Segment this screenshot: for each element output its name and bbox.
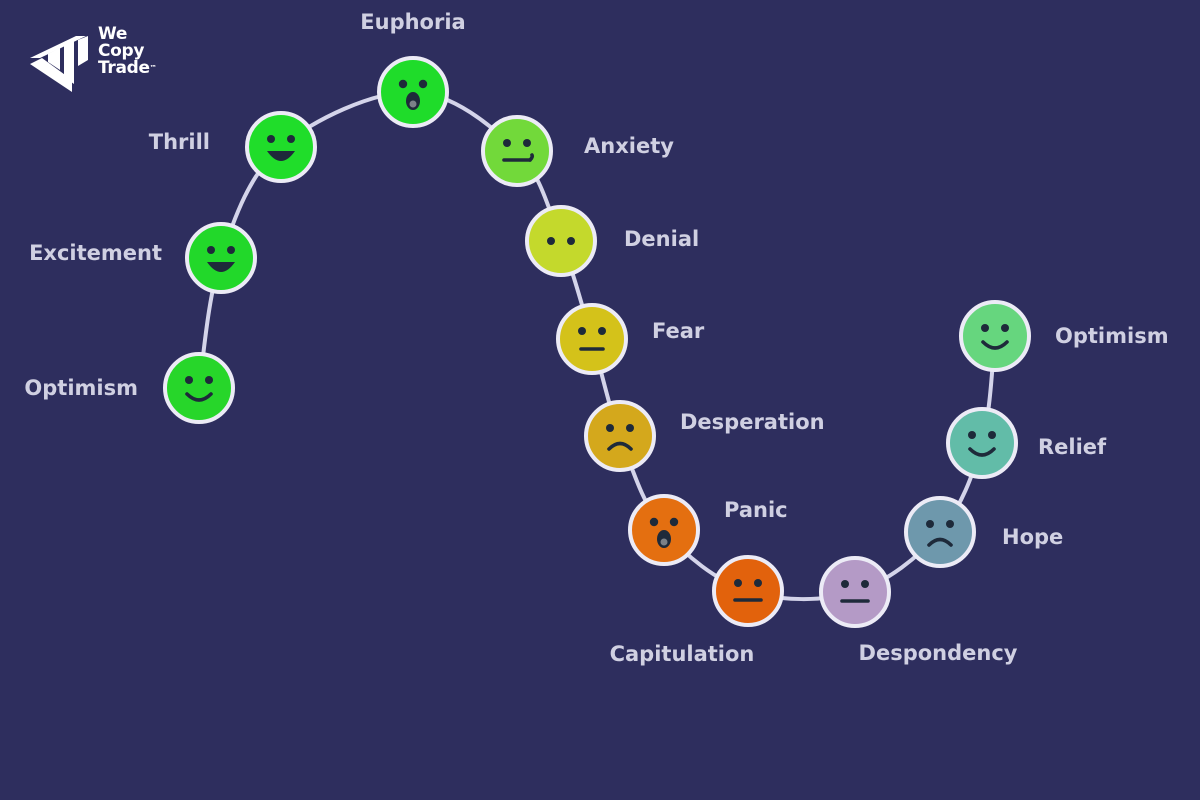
brand-line-2: Copy <box>98 41 145 61</box>
grin-face-icon <box>245 111 317 183</box>
stage-hope-12: Hope <box>904 496 1063 568</box>
stage-denial-6: Denial <box>525 205 699 277</box>
stage-anxiety-5: Anxiety <box>481 115 674 187</box>
stage-label: Capitulation <box>610 642 755 666</box>
stage-label: Euphoria <box>360 10 465 34</box>
stage-thrill-3: Thrill <box>149 111 317 183</box>
shock-face-icon <box>628 494 700 566</box>
brand-wordmark: We Copy Trade™ <box>98 26 157 77</box>
brand-line-1: We <box>98 24 128 44</box>
stage-nodes: Optimism Excitement Thrill EuphoriaAnxietyD… <box>24 10 1168 666</box>
stage-label: Fear <box>652 319 705 343</box>
stage-label: Thrill <box>149 130 210 154</box>
grin-face-icon <box>185 222 257 294</box>
stage-despondency-11: Despondency <box>819 556 1018 665</box>
blank-face-icon <box>525 205 597 277</box>
stage-label: Despondency <box>859 641 1018 665</box>
smile-face-icon <box>163 352 235 424</box>
stage-label: Optimism <box>24 376 138 400</box>
stage-label: Relief <box>1038 435 1107 459</box>
stage-panic-9: Panic <box>628 494 788 566</box>
smile-face-icon <box>959 300 1031 372</box>
frown-face-icon <box>584 400 656 472</box>
stage-relief-13: Relief <box>946 407 1107 479</box>
stage-label: Optimism <box>1055 324 1169 348</box>
smirk-face-icon <box>481 115 553 187</box>
stage-label: Anxiety <box>584 134 674 158</box>
stage-euphoria-4: Euphoria <box>360 10 466 128</box>
stage-optimism-1: Optimism <box>24 352 235 424</box>
brand-line-3: Trade™ <box>98 58 157 78</box>
frown-face-icon <box>904 496 976 568</box>
stage-label: Excitement <box>29 241 162 265</box>
stage-label: Denial <box>624 227 699 251</box>
worried-face-icon <box>556 303 628 375</box>
stage-label: Hope <box>1002 525 1063 549</box>
stage-capitulation-10: Capitulation <box>610 555 784 666</box>
stage-optimism-14: Optimism <box>959 300 1169 372</box>
stage-label: Desperation <box>680 410 825 434</box>
stage-fear-7: Fear <box>556 303 705 375</box>
smile-face-icon <box>946 407 1018 479</box>
flat-face-icon <box>819 556 891 628</box>
stage-excitement-2: Excitement <box>29 222 257 294</box>
stage-desperation-8: Desperation <box>584 400 825 472</box>
flat-face-icon <box>712 555 784 627</box>
stage-label: Panic <box>724 498 788 522</box>
shock-face-icon <box>377 56 449 128</box>
wecopytrade-logo-icon <box>30 36 88 92</box>
